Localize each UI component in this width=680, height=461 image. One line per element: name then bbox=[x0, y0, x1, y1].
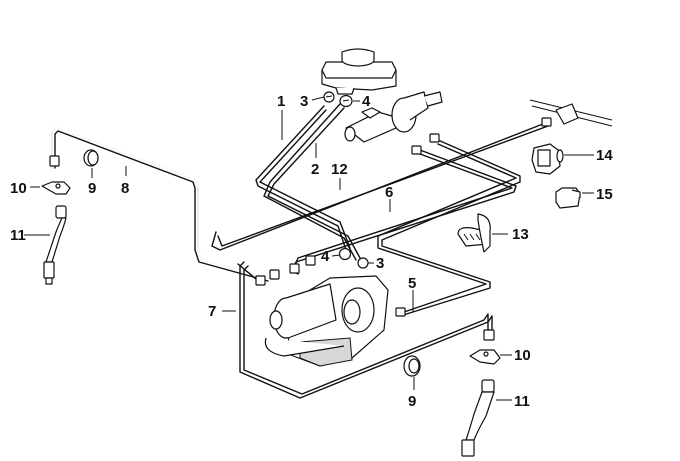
callout-14: 14 bbox=[596, 147, 613, 164]
callout-2: 2 bbox=[311, 161, 319, 178]
callout-11-left: 11 bbox=[10, 227, 26, 244]
callout-4-top: 4 bbox=[362, 93, 371, 110]
callout-1: 1 bbox=[277, 93, 285, 110]
callout-9-bottom: 9 bbox=[408, 393, 416, 410]
callout-8: 8 bbox=[121, 180, 129, 197]
pipe-clip-13 bbox=[457, 213, 491, 253]
leader-lines bbox=[24, 96, 594, 401]
plug-3a bbox=[323, 91, 335, 103]
brake-pipes bbox=[51, 103, 549, 399]
callout-labels: 1 2 3 4 12 6 4 3 5 7 8 9 10 11 9 10 11 1… bbox=[10, 93, 613, 410]
callout-3-mid: 3 bbox=[376, 255, 384, 272]
abs-hydraulic-unit bbox=[264, 275, 389, 367]
callout-9-left: 9 bbox=[88, 180, 96, 197]
bracket-10b bbox=[469, 349, 501, 365]
right-pipe-junction bbox=[529, 99, 613, 127]
brake-hose-11a bbox=[43, 205, 67, 285]
master-cylinder bbox=[344, 91, 443, 143]
clip-15 bbox=[555, 187, 581, 209]
grommet-9a bbox=[83, 149, 99, 167]
callout-7: 7 bbox=[208, 303, 216, 320]
brake-hose-11b bbox=[461, 379, 495, 457]
callout-3-top: 3 bbox=[300, 93, 308, 110]
plug-4b bbox=[338, 247, 352, 261]
callout-4-mid: 4 bbox=[321, 248, 330, 265]
callout-12: 12 bbox=[331, 161, 348, 178]
bracket-10a bbox=[41, 181, 71, 195]
plug-4a bbox=[339, 94, 353, 108]
brake-fluid-reservoir bbox=[321, 48, 397, 95]
callout-11-right: 11 bbox=[514, 393, 530, 410]
plug-3b bbox=[357, 257, 369, 269]
callout-6: 6 bbox=[385, 184, 393, 201]
pipe-fittings bbox=[49, 117, 552, 341]
callout-5: 5 bbox=[408, 275, 416, 292]
callout-13: 13 bbox=[512, 226, 529, 243]
grommet-9b bbox=[403, 355, 421, 377]
grommet-holder-14 bbox=[531, 143, 564, 175]
callout-15: 15 bbox=[596, 186, 613, 203]
callout-10-right: 10 bbox=[514, 347, 531, 364]
callout-10-left: 10 bbox=[10, 180, 27, 197]
